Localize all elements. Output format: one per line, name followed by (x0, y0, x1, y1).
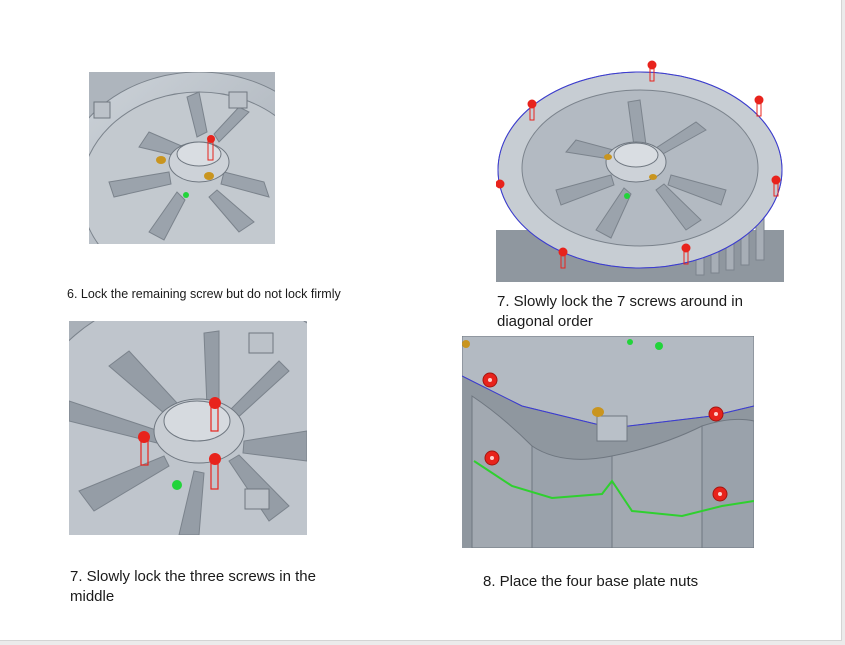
figure-step-8 (462, 336, 754, 548)
figure-step-7-center (69, 321, 307, 535)
step-7-center-caption: 7. Slowly lock the three screws in the m… (70, 568, 316, 605)
figure-step-7-rim (496, 60, 784, 282)
step-8-caption: 8. Place the four base plate nuts (483, 573, 699, 590)
figure-step-6 (89, 72, 275, 244)
step-7-rim-caption: 7. Slowly lock the 7 screws around in di… (497, 293, 743, 330)
step-6-caption: 6. Lock the remaining screw but do not l… (67, 287, 341, 301)
